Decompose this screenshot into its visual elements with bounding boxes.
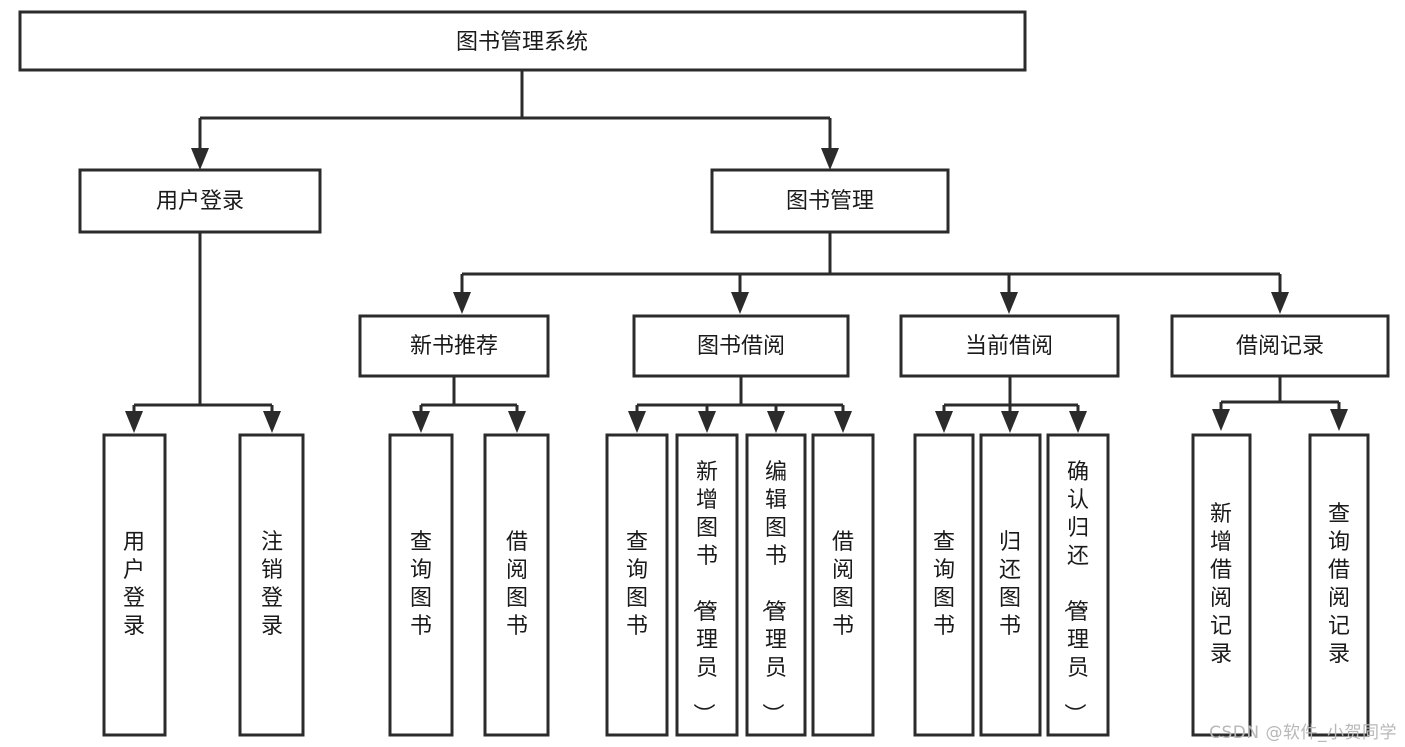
arrow-to-leaf-add-book bbox=[698, 411, 716, 433]
connector-bookborrow-bus bbox=[635, 376, 845, 420]
leaf-node-add-borrow-record[interactable]: 新增借阅记录 bbox=[1191, 433, 1252, 737]
leaf-node-query-borrow-record[interactable]: 查询借阅记录 bbox=[1308, 433, 1370, 737]
node-book-manage[interactable]: 图书管理 bbox=[710, 168, 950, 234]
leaf-user-login-label: 用户登录 bbox=[123, 530, 145, 639]
arrow-to-leaf-borrow-book-2 bbox=[834, 411, 852, 433]
node-borrow-record-box[interactable] bbox=[1170, 314, 1390, 378]
leaf-return-book-label: 归还图书 bbox=[999, 530, 1021, 639]
arrow-to-leaf-query-book-2 bbox=[628, 411, 646, 433]
node-user-login-label: 用户登录 bbox=[156, 189, 244, 214]
leaf-query-book-3-label: 查询图书 bbox=[933, 530, 955, 639]
node-new-book-recommend[interactable]: 新书推荐 bbox=[358, 314, 550, 378]
leaf-borrow-book-2-label: 借阅图书 bbox=[832, 530, 854, 639]
leaf-query-book-1-label: 查询图书 bbox=[410, 530, 432, 639]
leaf-query-book-2-box[interactable] bbox=[605, 433, 669, 737]
leaf-node-confirm-return[interactable]: 确认归还（管理员） bbox=[1046, 433, 1110, 737]
arrow-to-book-borrow bbox=[731, 292, 749, 314]
node-new-book-recommend-label: 新书推荐 bbox=[410, 334, 498, 359]
leaf-query-borrow-record-box[interactable] bbox=[1308, 433, 1370, 737]
leaf-node-user-login[interactable]: 用户登录 bbox=[102, 433, 167, 737]
node-root[interactable]: 图书管理系统 bbox=[18, 10, 1027, 72]
leaf-borrow-book-1-box[interactable] bbox=[483, 433, 550, 737]
node-new-book-recommend-box[interactable] bbox=[358, 314, 550, 378]
connector-borrowrecord-bus bbox=[1219, 376, 1341, 418]
arrow-to-leaf-borrow-book-1 bbox=[508, 411, 526, 433]
leaf-node-borrow-book-2[interactable]: 借阅图书 bbox=[811, 433, 875, 737]
leaf-query-borrow-record-label: 查询借阅记录 bbox=[1328, 502, 1350, 667]
arrow-to-leaf-confirm-return bbox=[1069, 411, 1087, 433]
leaf-add-book-box[interactable] bbox=[675, 433, 739, 737]
arrow-to-current-borrow bbox=[1000, 292, 1018, 314]
arrow-to-borrow-record bbox=[1271, 292, 1289, 314]
node-user-login[interactable]: 用户登录 bbox=[78, 168, 322, 234]
leaf-node-query-book-3[interactable]: 查询图书 bbox=[913, 433, 975, 737]
leaf-user-login-box[interactable] bbox=[102, 433, 167, 737]
node-book-borrow-box[interactable] bbox=[632, 314, 850, 378]
leaf-nodes-layer: 用户登录 注销登录 查询图书 借阅图书 查询图书 新增图书（管理员） bbox=[102, 433, 1370, 737]
connector-layer bbox=[125, 70, 1348, 433]
leaf-borrow-book-1-label: 借阅图书 bbox=[506, 530, 528, 639]
node-book-borrow[interactable]: 图书借阅 bbox=[632, 314, 850, 378]
leaf-node-query-book-1[interactable]: 查询图书 bbox=[388, 433, 454, 737]
leaf-node-logout[interactable]: 注销登录 bbox=[238, 433, 305, 737]
arrow-to-leaf-query-book-1 bbox=[412, 411, 430, 433]
connector-bookmanage-bus bbox=[460, 232, 1282, 296]
arrow-to-leaf-add-borrow-record bbox=[1212, 409, 1230, 431]
connector-userlogin-bus bbox=[132, 232, 274, 420]
connector-root-bus bbox=[198, 70, 832, 158]
arrow-to-leaf-edit-book bbox=[767, 411, 785, 433]
node-borrow-record-label: 借阅记录 bbox=[1236, 334, 1324, 359]
arrow-to-leaf-query-book-3 bbox=[935, 411, 953, 433]
arrow-to-leaf-return-book bbox=[1001, 411, 1019, 433]
leaf-borrow-book-2-box[interactable] bbox=[811, 433, 875, 737]
node-borrow-record[interactable]: 借阅记录 bbox=[1170, 314, 1390, 378]
arrow-to-user-login bbox=[191, 148, 209, 170]
node-book-borrow-label: 图书借阅 bbox=[697, 334, 785, 359]
arrow-to-leaf-logout bbox=[263, 411, 281, 433]
leaf-node-query-book-2[interactable]: 查询图书 bbox=[605, 433, 669, 737]
node-root-label: 图书管理系统 bbox=[456, 30, 588, 55]
node-user-login-box[interactable] bbox=[78, 168, 322, 234]
leaf-query-book-3-box[interactable] bbox=[913, 433, 975, 737]
leaf-return-book-box[interactable] bbox=[979, 433, 1042, 737]
csdn-watermark: CSDN @软件_小贺同学 bbox=[1209, 723, 1397, 743]
node-current-borrow-label: 当前借阅 bbox=[965, 334, 1053, 359]
connector-newbook-bus bbox=[419, 376, 519, 420]
leaf-node-edit-book[interactable]: 编辑图书（管理员） bbox=[745, 433, 807, 737]
node-book-manage-label: 图书管理 bbox=[786, 189, 874, 214]
leaf-query-book-2-label: 查询图书 bbox=[626, 530, 648, 639]
leaf-query-book-1-box[interactable] bbox=[388, 433, 454, 737]
leaf-edit-book-box[interactable] bbox=[745, 433, 807, 737]
arrow-to-new-book-recommend bbox=[453, 292, 471, 314]
leaf-edit-book-label: 编辑图书（管理员） bbox=[759, 460, 787, 725]
leaf-node-add-book[interactable]: 新增图书（管理员） bbox=[675, 433, 739, 737]
leaf-logout-box[interactable] bbox=[238, 433, 305, 737]
leaf-add-borrow-record-label: 新增借阅记录 bbox=[1210, 502, 1232, 667]
leaf-confirm-return-label: 确认归还（管理员） bbox=[1061, 460, 1089, 725]
node-current-borrow[interactable]: 当前借阅 bbox=[899, 314, 1120, 378]
node-current-borrow-box[interactable] bbox=[899, 314, 1120, 378]
leaf-add-book-label: 新增图书（管理员） bbox=[690, 460, 718, 725]
arrow-to-leaf-user-login bbox=[125, 411, 143, 433]
node-root-box[interactable] bbox=[18, 10, 1027, 72]
leaf-node-borrow-book-1[interactable]: 借阅图书 bbox=[483, 433, 550, 737]
arrow-to-book-manage bbox=[821, 148, 839, 170]
leaf-add-borrow-record-box[interactable] bbox=[1191, 433, 1252, 737]
node-book-manage-box[interactable] bbox=[710, 168, 950, 234]
arrow-to-leaf-query-borrow-record bbox=[1330, 409, 1348, 431]
leaf-node-return-book[interactable]: 归还图书 bbox=[979, 433, 1042, 737]
leaf-confirm-return-box[interactable] bbox=[1046, 433, 1110, 737]
leaf-logout-label: 注销登录 bbox=[261, 530, 283, 639]
